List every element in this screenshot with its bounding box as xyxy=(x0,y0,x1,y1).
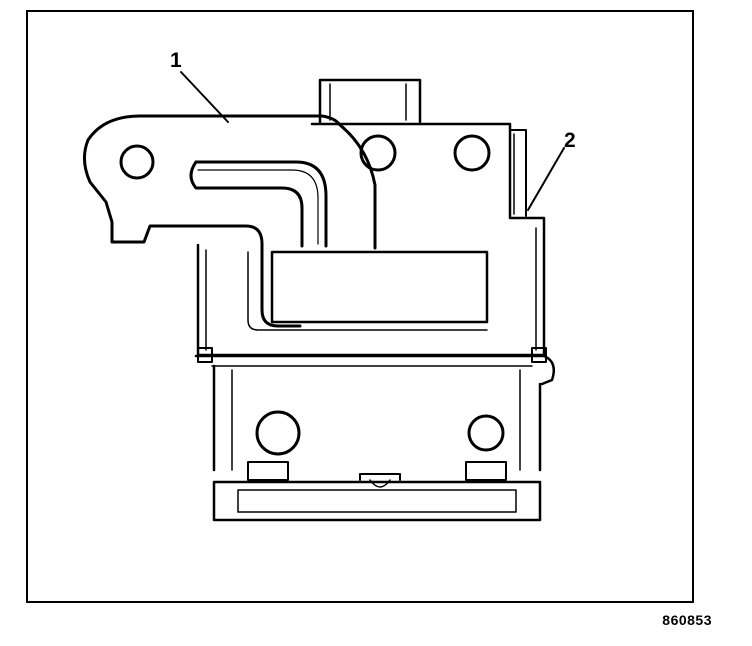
lower-body xyxy=(212,364,542,488)
mounting-hole xyxy=(359,134,397,172)
latch-tab xyxy=(247,461,289,481)
mounting-hole xyxy=(453,134,491,172)
lower-hole xyxy=(467,414,505,452)
callout-1: 1 xyxy=(170,49,182,72)
mid-rail xyxy=(194,347,555,386)
upper-housing xyxy=(196,122,546,357)
top-connector xyxy=(318,78,422,124)
module-pad xyxy=(270,250,489,324)
lower-hole xyxy=(255,410,301,456)
mounting-bracket xyxy=(83,114,377,328)
figure-id: 860853 xyxy=(662,612,712,628)
latch-tab xyxy=(465,461,507,481)
bottom-plate xyxy=(212,480,542,522)
callout-2: 2 xyxy=(564,129,576,152)
leader-line-1 xyxy=(180,71,229,123)
figure-frame xyxy=(26,10,694,603)
leader-lines xyxy=(180,71,565,211)
leader-line-2 xyxy=(527,147,565,211)
bracket-hole xyxy=(119,144,155,180)
